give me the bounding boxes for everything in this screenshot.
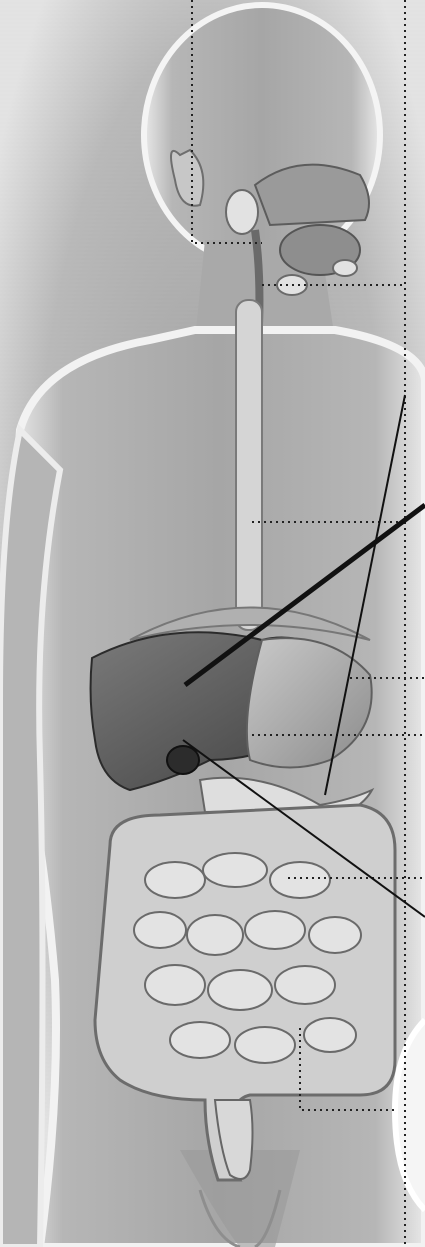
- parotid-gland: [226, 190, 258, 234]
- sublingual-gland: [333, 260, 357, 276]
- nasal-cavity: [255, 165, 369, 225]
- esophagus: [236, 300, 262, 630]
- gallbladder: [167, 746, 199, 774]
- head: [144, 5, 380, 265]
